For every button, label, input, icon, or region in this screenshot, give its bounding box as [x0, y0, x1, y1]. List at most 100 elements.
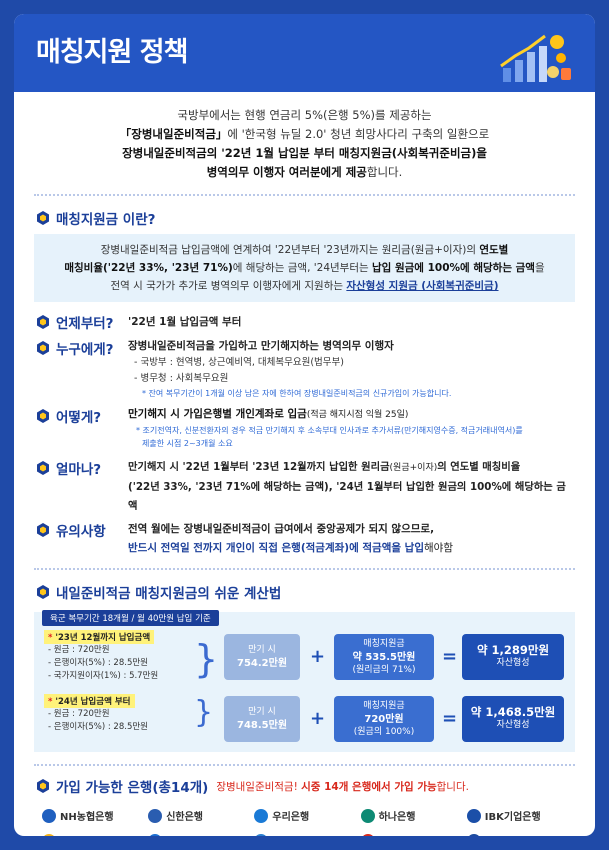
text-bold: 납입 원금에 100%에 해당하는 금액: [371, 262, 535, 274]
section-title-text: 얼마나?: [56, 462, 102, 478]
growth-chart-icon: [500, 34, 571, 82]
case2-list: - 원금 : 720만원 - 은행이자(5%) : 28.5만원: [48, 708, 148, 734]
bank-name: 수협은행: [166, 833, 203, 836]
bank-logo-icon: [42, 808, 56, 823]
text: 약 1,289만원: [476, 643, 550, 657]
case2-label: * '24년 납입금액 부터: [44, 694, 135, 708]
text: (원금의 100%): [353, 726, 415, 737]
case1-total-box: 약 1,289만원 자산형성: [462, 634, 564, 680]
case1-list: - 원금 : 720만원 - 은행이자(5%) : 28.5만원 - 국가지원이…: [48, 644, 158, 683]
bank-logo: 광주은행: [466, 833, 573, 836]
bank-logo-icon: [254, 808, 269, 823]
case2-matching-box: 매칭지원금 720만원 (원금의 100%): [334, 696, 434, 742]
text-underlined: 자산형성 지원금 (사회복귀준비금): [346, 280, 499, 292]
bank-logo: 우리은행: [254, 808, 360, 823]
who-item: - 병무청 : 사회복무요원: [134, 373, 229, 384]
section-banks-title: 가입 가능한 은행(총14개) 장병내일준비적금! 시중 14개 은행에서 가입…: [36, 776, 573, 796]
brace-icon: }: [194, 637, 219, 681]
how-note: * 조기전역자, 신분전환자의 경우 적금 만기해지 후 소속부대 인사과로 추…: [136, 426, 523, 435]
text: 만기해지 시 '22년 1월부터 '23년 12월까지 납입한 원리금: [128, 461, 390, 473]
text: 754.2만원: [236, 658, 288, 669]
divider: [34, 194, 575, 196]
text: 만기 시: [248, 645, 276, 655]
equals-icon: =: [442, 708, 458, 729]
list-item: - 국가지원이자(1%) : 5.7만원: [48, 671, 159, 681]
section-calc-title: 내일준비적금 매칭지원금의 쉬운 계산법: [36, 582, 573, 602]
section-who: 누구에게? 장병내일준비적금을 가입하고 만기해지하는 병역의무 이행자 - 국…: [36, 338, 575, 400]
text: 자산형성: [496, 720, 530, 730]
divider: [34, 764, 575, 766]
text: 매칭지원금: [363, 638, 405, 649]
intro-span: 합니다.: [366, 165, 403, 179]
text: 에 해당하는 금액, '24년부터는: [232, 262, 372, 274]
text: '23년 12월까지 납입금액: [55, 633, 151, 643]
section-when-title: 언제부터?: [36, 312, 128, 332]
case1-label: * '23년 12월까지 납입금액: [44, 630, 155, 644]
text-bold: 매칭비율('22년 33%, '23년 71%): [64, 262, 233, 274]
text-bold: 연도별: [479, 244, 509, 256]
bank-logo: BNK부산은행: [360, 833, 467, 836]
bank-logo: KB국민은행: [42, 833, 148, 836]
section-title-text: 누구에게?: [56, 342, 114, 358]
case1-maturity-box: 만기 시 754.2만원: [224, 634, 300, 680]
who-content: 장병내일준비적금을 가입하고 만기해지하는 병역의무 이행자 - 국방부 : 현…: [128, 338, 451, 400]
case2-maturity-box: 만기 시 748.5만원: [224, 696, 300, 742]
equals-icon: =: [442, 646, 458, 667]
bank-logo-icon: [254, 833, 269, 836]
text: '24년 납입금액 부터: [55, 697, 131, 707]
section-title-text: 가입 가능한 은행(총14개): [56, 780, 209, 796]
section-caution: 유의사항 전역 월에는 장병내일준비적금이 급여에서 중앙공제가 되지 않으므로…: [36, 520, 575, 558]
bank-logo: 신한은행: [148, 808, 254, 823]
plus-icon: +: [310, 708, 326, 729]
section-howmuch: 얼마나? 만기해지 시 '22년 1월부터 '23년 12월까지 납입한 원리금…: [36, 458, 575, 516]
bank-logo-icon: [466, 808, 481, 823]
bank-name: IBK기업은행: [484, 812, 541, 823]
plus-icon: +: [310, 646, 326, 667]
who-text: 장병내일준비적금을 가입하고 만기해지하는 병역의무 이행자: [128, 340, 394, 352]
what-line: 매칭비율('22년 33%, '23년 71%)에 해당하는 금액, '24년부…: [44, 259, 565, 277]
section-title-text: 매칭지원금 이란?: [56, 212, 156, 228]
case1-matching-box: 매칭지원금 약 535.5만원 (원리금의 71%): [334, 634, 434, 680]
header-banner: 매칭지원 정책: [14, 14, 595, 92]
caution-line: 전역 월에는 장병내일준비적금이 급여에서 중앙공제가 되지 않으므로,: [128, 523, 435, 535]
what-description-box: 장병내일준비적금 납입금액에 연계하여 '22년부터 '23년까지는 원리금(원…: [34, 234, 575, 302]
hexagon-bullet-icon: [37, 523, 49, 537]
section-what-title: 매칭지원금 이란?: [36, 208, 573, 228]
section-title-text: 유의사항: [56, 524, 106, 540]
caution-line: 반드시 전역일 전까지 개인이 직접 은행(적금계좌)에 적금액을 납입해야함: [128, 539, 453, 558]
section-howmuch-title: 얼마나?: [36, 458, 128, 478]
asterisk: *: [48, 697, 56, 707]
bank-name: 신한은행: [166, 812, 203, 823]
text: 자산형성: [496, 658, 530, 668]
who-item: - 국방부 : 현역병, 상근예비역, 대체복무요원(법무부): [134, 357, 344, 368]
poster-card: 매칭지원 정책 국방부에서는 현행 연금리 5%(은행 5%)를 제공하는 「장…: [14, 14, 595, 836]
bank-name: NH농협은행: [60, 812, 114, 823]
hexagon-bullet-icon: [37, 211, 49, 225]
intro-text: 국방부에서는 현행 연금리 5%(은행 5%)를 제공하는 「장병내일준비적금」…: [14, 106, 595, 182]
text: 매칭지원금: [363, 700, 405, 711]
text: (원리금의 71%): [352, 664, 416, 675]
text-bold: 시중 14개 은행에서 가입 가능: [301, 780, 437, 793]
bank-name: KB국민은행: [60, 833, 112, 836]
list-item: - 은행이자(5%) : 28.5만원: [48, 722, 148, 732]
section-when: 언제부터? '22년 1월 납입금액 부터: [36, 312, 575, 332]
when-text: '22년 1월 납입금액 부터: [128, 316, 242, 328]
brace-icon: }: [194, 695, 214, 730]
text: 을: [534, 262, 545, 274]
hexagon-bullet-icon: [37, 779, 49, 793]
howmuch-line: 만기해지 시 '22년 1월부터 '23년 12월까지 납입한 원리금(원금+이…: [128, 458, 575, 478]
intro-span: 에 '한국형 뉴딜 2.0' 청년 희망사다리 구축의 일환으로: [227, 127, 490, 141]
intro-line: 장병내일준비적금의 '22년 1월 납입분 부터 매칭지원금(사회복귀준비금)을: [14, 144, 595, 163]
section-title-text: 언제부터?: [56, 316, 114, 332]
section-how: 어떻게? 만기해지 시 가입은행별 개인계좌로 입금(적금 해지시점 익월 25…: [36, 406, 575, 450]
list-item: - 은행이자(5%) : 28.5만원: [48, 658, 148, 668]
intro-line: 「장병내일준비적금」에 '한국형 뉴딜 2.0' 청년 희망사다리 구축의 일환…: [14, 125, 595, 144]
intro-bold: 장병내일준비적금의 '22년 1월 납입분 부터 매칭지원금(사회복귀준비금)을: [122, 146, 487, 160]
case2-total-box: 약 1,468.5만원 자산형성: [462, 696, 564, 742]
hexagon-bullet-icon: [37, 315, 49, 329]
text: 748.5만원: [236, 720, 288, 731]
bank-name: 우리은행: [272, 812, 310, 823]
banks-title: 가입 가능한 은행(총14개): [36, 776, 208, 796]
bank-logo: 하나은행: [360, 808, 467, 823]
bank-name: BNK부산은행: [379, 833, 440, 836]
